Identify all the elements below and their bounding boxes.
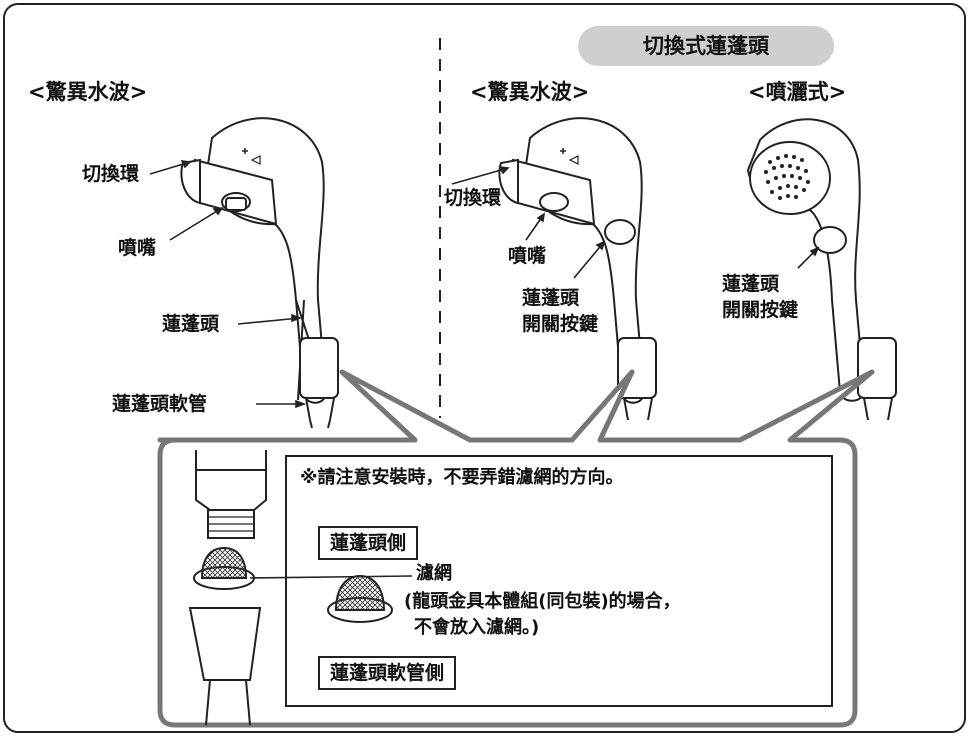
middle-switch-button-label-line1: 蓮蓬頭: [522, 287, 580, 309]
middle-shower-head: [498, 117, 657, 421]
left-hose: [309, 419, 331, 429]
right-section-heading: <噴灑式>: [748, 80, 847, 104]
filter-mesh-in-fitting: [193, 546, 255, 590]
hose-end: [188, 607, 262, 726]
middle-nozzle-label: 噴嘴: [508, 245, 547, 267]
head-side-label: 蓮蓬頭側: [318, 526, 419, 560]
filter-note-line2: 不會放入濾網。): [414, 617, 540, 638]
right-shower-head: [746, 118, 897, 421]
leader-lines-middle: [451, 166, 606, 279]
left-nozzle-label: 噴嘴: [118, 237, 157, 259]
right-switch-button-label-line1: 蓮蓬頭: [722, 273, 780, 295]
left-switch-ring-label: 切換環: [82, 163, 140, 185]
hose-side-label: 蓮蓬頭軟管側: [318, 656, 457, 690]
filter-label: 濾網: [416, 563, 452, 584]
left-hose-label: 蓮蓬頭軟管: [112, 393, 208, 415]
filter-pointer-line: [249, 575, 413, 579]
switch-shower-badge: 切換式蓮蓬頭: [578, 26, 834, 66]
right-switch-button-label-line2: 開關按鍵: [722, 299, 799, 321]
left-section-heading: <驚異水波>: [28, 80, 148, 104]
spray-holes: [764, 154, 810, 200]
middle-switch-button-label-line2: 開關按鍵: [522, 313, 599, 335]
hose-fitting: [195, 450, 267, 539]
leader-lines-right: [797, 246, 820, 269]
left-shower-head-label: 蓮蓬頭: [162, 313, 220, 335]
middle-section-heading: <驚異水波>: [470, 80, 590, 104]
filter-mesh-large: [327, 574, 393, 623]
filter-note-line1: (龍頭金具本體組(同包裝)的場合，: [404, 591, 681, 612]
left-shower-head: [180, 117, 339, 421]
installation-notice: ※請注意安裝時，不要弄錯濾網的方向。: [300, 467, 624, 488]
leader-lines-left: [149, 160, 307, 409]
outer-frame: [3, 3, 966, 733]
middle-switch-ring-label: 切換環: [444, 187, 502, 209]
